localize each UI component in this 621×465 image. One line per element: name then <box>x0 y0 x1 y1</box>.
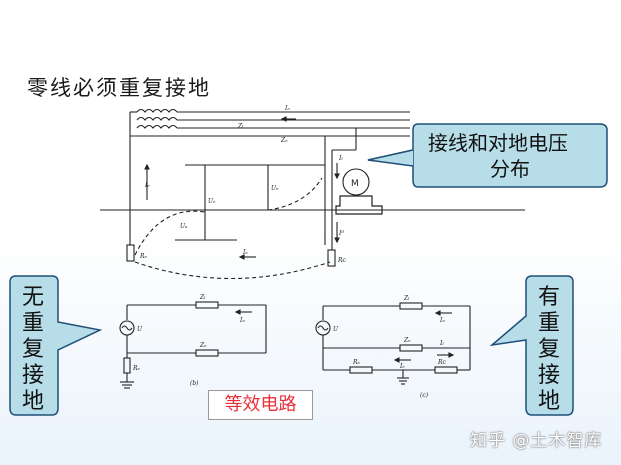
left-char-2: 重 <box>22 311 44 336</box>
left-char-5: 地 <box>22 389 44 414</box>
right-char-1: 有 <box>538 285 560 310</box>
c-label-ie: Iₑ <box>399 363 405 370</box>
c-label-zn: Zₙ <box>403 337 411 344</box>
label-ie: Iₑ <box>144 182 150 189</box>
callout-line-2: 分布 <box>490 157 530 181</box>
equivalent-circuit-b-labels: Zₗ Iₙ Zₙ U Rₑ (b) <box>132 294 245 387</box>
callout-voltage-distribution: 接线和对地电压 分布 <box>367 123 608 188</box>
label-un: Uₙ <box>271 185 279 192</box>
c-label-zl: Zₗ <box>403 295 410 302</box>
b-label-in: Iₙ <box>239 317 245 324</box>
c-label-il: Iₗ <box>439 340 444 347</box>
b-label-zl: Zₗ <box>199 294 206 301</box>
label-zl: Zₗ <box>237 123 244 130</box>
b-label-u: U <box>137 326 143 333</box>
c-fig-label: (c) <box>420 392 429 399</box>
c-label-rc: Rᴄ <box>437 359 447 366</box>
b-fig-label: (b) <box>190 380 199 387</box>
right-char-3: 复 <box>538 337 560 362</box>
label-in: Iₙ <box>284 105 290 112</box>
c-label-re: Rₑ <box>352 359 361 366</box>
top-schematic <box>100 108 525 279</box>
label-re: Rₑ <box>139 253 148 260</box>
left-char-1: 无 <box>22 285 44 310</box>
equivalent-circuit-c-labels: Zₗ Iₙ Zₙ Iₗ U Rₑ Rᴄ Iₑ (c) <box>333 295 447 399</box>
top-schematic-labels: Iₙ Zₗ Zₙ Iₑ Uₑ Uₙ Uₐ Iₗ Iᵈ Rₑ Rᴄ Iₑ M <box>139 105 359 264</box>
callout-with-repeat-ground: 有 重 复 接 地 <box>489 275 574 416</box>
equivalent-circuit-label: 等效电路 <box>208 390 313 420</box>
watermark: 知乎 @土木智库 <box>470 431 603 451</box>
left-char-3: 复 <box>22 337 44 362</box>
b-label-zn: Zₙ <box>199 342 207 349</box>
right-char-4: 接 <box>538 363 560 388</box>
label-ue: Uₑ <box>208 198 216 205</box>
motor-label: M <box>351 179 359 189</box>
equivalent-circuit-c <box>315 302 471 385</box>
label-ie-bottom: Iₑ <box>242 249 248 256</box>
label-id: Iᵈ <box>338 230 344 237</box>
left-char-4: 接 <box>22 363 44 388</box>
right-char-5: 地 <box>538 389 560 414</box>
c-label-u: U <box>333 326 339 333</box>
c-label-in: Iₙ <box>439 317 445 324</box>
equivalent-circuit-b <box>119 301 267 389</box>
callout-line-1: 接线和对地电压 <box>428 131 568 155</box>
slide-title: 零线必须重复接地 <box>27 76 211 100</box>
label-ua: Uₐ <box>180 223 187 230</box>
label-rc: Rᴄ <box>337 257 347 264</box>
right-char-2: 重 <box>538 311 560 336</box>
label-il: Iₗ <box>338 155 343 162</box>
callout-no-repeat-ground: 无 重 复 接 地 <box>9 275 103 416</box>
b-label-re: Rₑ <box>132 365 141 372</box>
label-zn: Zₙ <box>280 137 288 144</box>
